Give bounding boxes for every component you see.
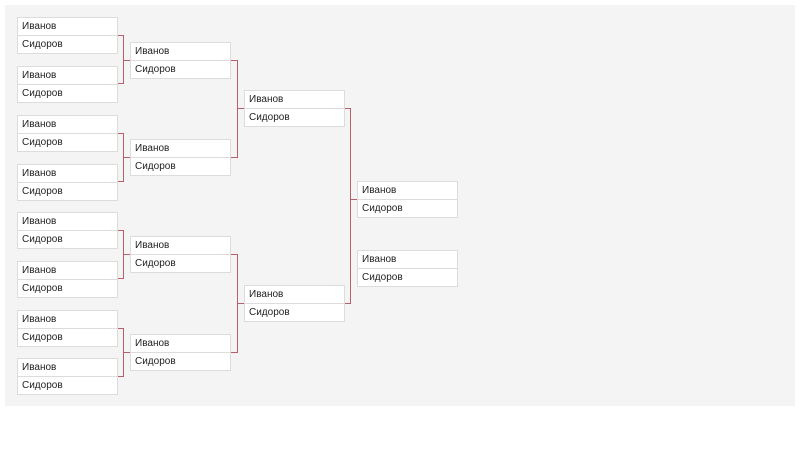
player-slot[interactable]: Сидоров — [131, 254, 230, 272]
connector-line — [123, 352, 130, 353]
match-r2-3[interactable]: Иванов Сидоров — [130, 236, 231, 273]
match-r3-1[interactable]: Иванов Сидоров — [244, 90, 345, 127]
match-r1-2[interactable]: Иванов Сидоров — [17, 66, 118, 103]
player-slot[interactable]: Сидоров — [245, 108, 344, 126]
player-slot[interactable]: Иванов — [135, 240, 170, 251]
match-r2-4[interactable]: Иванов Сидоров — [130, 334, 231, 371]
player-slot[interactable]: Сидоров — [131, 60, 230, 78]
connector-line — [123, 60, 130, 61]
player-slot[interactable]: Иванов — [22, 168, 57, 179]
player-slot[interactable]: Сидоров — [358, 268, 457, 286]
match-r2-2[interactable]: Иванов Сидоров — [130, 139, 231, 176]
player-slot[interactable]: Иванов — [249, 94, 284, 105]
player-slot[interactable]: Сидоров — [18, 230, 117, 248]
connector-line — [231, 60, 238, 158]
connector-line — [237, 108, 244, 109]
player-slot[interactable]: Иванов — [22, 314, 57, 325]
match-r1-6[interactable]: Иванов Сидоров — [17, 261, 118, 298]
player-slot[interactable]: Сидоров — [18, 35, 117, 53]
connector-line — [350, 199, 357, 200]
match-r1-4[interactable]: Иванов Сидоров — [17, 164, 118, 201]
player-slot[interactable]: Сидоров — [18, 84, 117, 102]
match-r1-1[interactable]: Иванов Сидоров — [17, 17, 118, 54]
player-slot[interactable]: Сидоров — [18, 279, 117, 297]
player-slot[interactable]: Иванов — [135, 143, 170, 154]
connector-line — [123, 254, 130, 255]
player-slot[interactable]: Сидоров — [131, 157, 230, 175]
player-slot[interactable]: Сидоров — [245, 303, 344, 321]
match-r2-1[interactable]: Иванов Сидоров — [130, 42, 231, 79]
player-slot[interactable]: Иванов — [135, 46, 170, 57]
player-slot[interactable]: Сидоров — [18, 182, 117, 200]
player-slot[interactable]: Сидоров — [18, 376, 117, 394]
match-third-place[interactable]: Иванов Сидоров — [357, 250, 458, 287]
player-slot[interactable]: Сидоров — [131, 352, 230, 370]
match-r1-7[interactable]: Иванов Сидоров — [17, 310, 118, 347]
player-slot[interactable]: Иванов — [362, 185, 397, 196]
player-slot[interactable]: Иванов — [22, 70, 57, 81]
connector-line — [118, 35, 124, 84]
connector-line — [237, 303, 244, 304]
match-final[interactable]: Иванов Сидоров — [357, 181, 458, 218]
match-r1-3[interactable]: Иванов Сидоров — [17, 115, 118, 152]
player-slot[interactable]: Иванов — [362, 254, 397, 265]
player-slot[interactable]: Иванов — [22, 362, 57, 373]
player-slot[interactable]: Сидоров — [358, 199, 457, 217]
player-slot[interactable]: Иванов — [22, 265, 57, 276]
match-r3-2[interactable]: Иванов Сидоров — [244, 285, 345, 322]
player-slot[interactable]: Иванов — [249, 289, 284, 300]
player-slot[interactable]: Иванов — [22, 21, 57, 32]
player-slot[interactable]: Иванов — [22, 119, 57, 130]
connector-line — [345, 108, 351, 304]
player-slot[interactable]: Сидоров — [18, 328, 117, 346]
player-slot[interactable]: Иванов — [22, 216, 57, 227]
player-slot[interactable]: Сидоров — [18, 133, 117, 151]
connector-line — [123, 157, 130, 158]
player-slot[interactable]: Иванов — [135, 338, 170, 349]
match-r1-5[interactable]: Иванов Сидоров — [17, 212, 118, 249]
match-r1-8[interactable]: Иванов Сидоров — [17, 358, 118, 395]
